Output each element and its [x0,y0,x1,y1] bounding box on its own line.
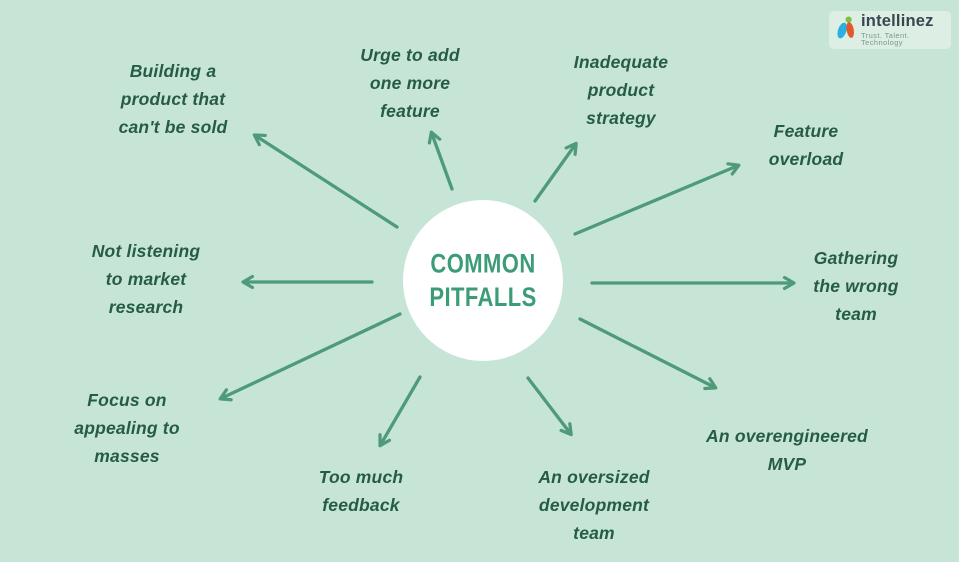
pitfall-label-building-product: Building a product that can't be sold [118,61,228,137]
pitfall-label-urge-one-more-feature: Urge to add one more feature [360,45,460,121]
arrow-inadequate-strategy [533,141,578,203]
arrow-oversized-dev-team [526,376,573,437]
logo-brand-name: intellinez [861,12,934,31]
pitfall-label-inadequate-strategy: Inadequate product strategy [573,52,669,128]
brand-logo: intellinez Trust. Talent. Technology [829,11,951,49]
arrow-urge-one-more-feature [427,130,454,191]
arrow-feature-overload [573,162,741,236]
intellinez-logo-icon [836,15,857,46]
arrow-focus-appealing-masses [218,312,402,402]
pitfall-label-not-listening-research: Not listening to market research [91,241,201,317]
pitfall-label-gathering-wrong-team: Gathering the wrong team [813,248,899,324]
arrow-too-much-feedback [378,375,422,448]
pitfall-label-focus-appealing-masses: Focus on appealing to masses [74,390,180,466]
pitfall-label-feature-overload: Feature overload [768,121,844,169]
pitfall-label-overengineered-mvp: An overengineered MVP [706,426,868,474]
arrow-building-product [252,133,399,229]
logo-tagline: Trust. Talent. Technology [861,30,910,48]
page-title: COMMON PITFALLS [429,248,537,312]
pitfall-label-oversized-dev-team: An oversized development team [538,467,650,543]
center-circle: COMMON PITFALLS [403,200,563,361]
pitfall-label-too-much-feedback: Too much feedback [318,467,404,515]
arrow-overengineered-mvp [578,317,718,391]
